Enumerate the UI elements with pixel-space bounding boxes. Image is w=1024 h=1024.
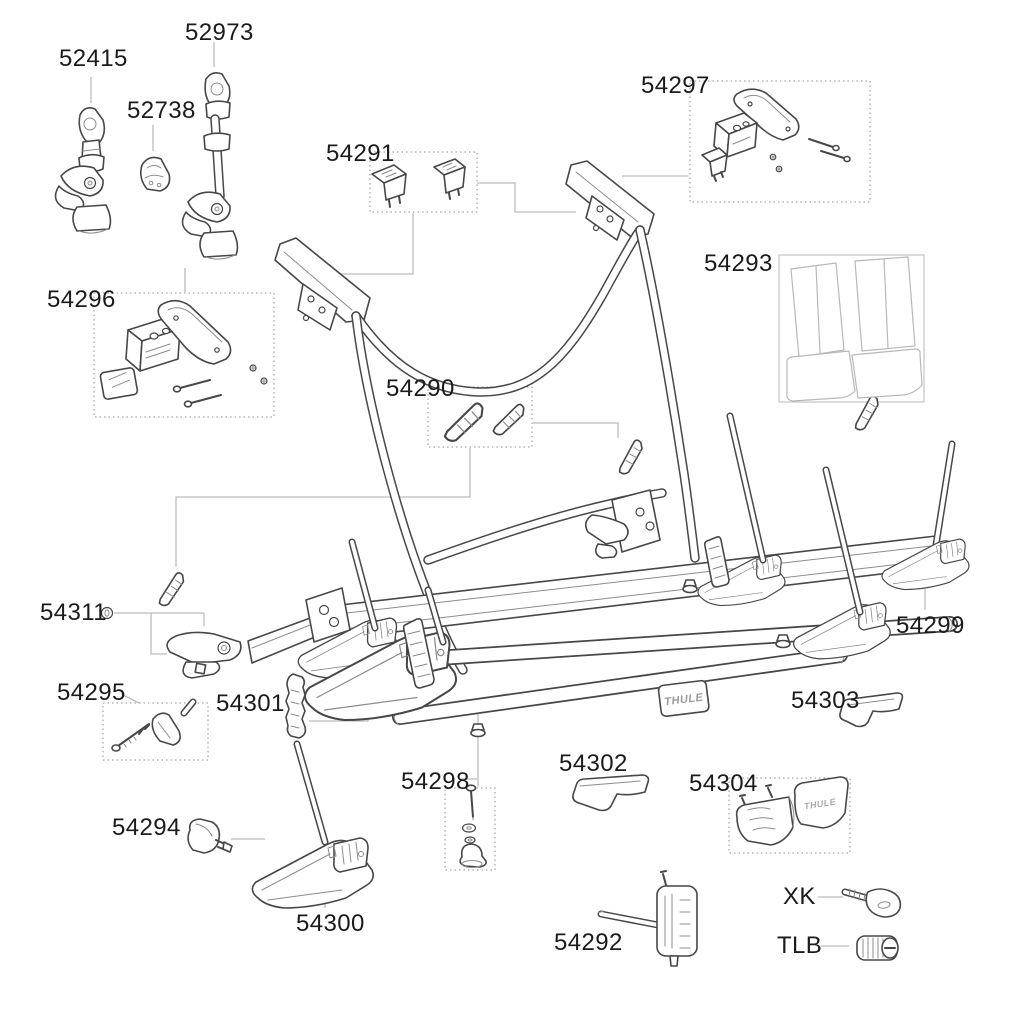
part-label-54295: 54295 — [57, 679, 126, 706]
kit-54297-contents — [701, 88, 851, 182]
part-label-54291: 54291 — [326, 140, 395, 167]
part-label-54290: 54290 — [386, 375, 455, 402]
lock-cylinder-tlb-icon — [856, 935, 899, 961]
end-cap-54302 — [572, 774, 650, 812]
sticker-sheet-54293 — [786, 256, 923, 402]
clamp-arm-left — [166, 587, 351, 679]
part-label-54297: 54297 — [641, 72, 710, 99]
pump-buckle-right — [854, 393, 880, 433]
part-label-54298: 54298 — [401, 768, 470, 795]
pump-buckle-center — [618, 437, 644, 477]
wheel-holder-54300 — [251, 740, 375, 909]
clamp-assembly-52415 — [54, 107, 112, 234]
part-label-54299: 54299 — [896, 612, 965, 639]
part-label-tlb: TLB — [777, 932, 823, 959]
thule-logo-text: THULE — [664, 692, 704, 709]
ladder-strap-right — [703, 536, 730, 588]
thule-logo-plate: THULE — [657, 679, 710, 717]
sticker-sheet-box-54293 — [778, 254, 925, 403]
kit-54304-contents: THULE — [735, 776, 849, 846]
ladder-strap-left — [402, 618, 435, 689]
part-label-54302: 54302 — [559, 750, 628, 777]
part-label-54293: 54293 — [704, 250, 773, 277]
pump-buckle-left — [158, 569, 186, 610]
part-label-52738: 52738 — [127, 97, 196, 124]
knob-52738 — [140, 156, 171, 192]
frame-arm-right — [565, 160, 655, 241]
part-label-54304: 54304 — [689, 770, 758, 797]
strap-buckle-54292 — [597, 870, 698, 967]
end-cap-54303 — [839, 692, 904, 728]
kit-box-54304 — [728, 777, 851, 854]
part-label-54296: 54296 — [47, 286, 116, 313]
kit-54298-contents — [459, 784, 487, 868]
part-label-52415: 52415 — [59, 45, 128, 72]
plug-caps-54291 — [371, 158, 466, 208]
cap-54294 — [187, 818, 233, 854]
part-label-54292: 54292 — [554, 929, 623, 956]
part-label-54294: 54294 — [112, 814, 181, 841]
part-label-xk: XK — [783, 883, 816, 910]
strap-clip-54301 — [285, 673, 307, 739]
part-label-54301: 54301 — [216, 690, 285, 717]
part-label-52973: 52973 — [185, 19, 254, 46]
clamp-assembly-52973 — [181, 72, 239, 260]
kit-box-54291 — [369, 151, 478, 213]
wheel-strap-rods — [348, 412, 864, 646]
clamp-arm-mount-right — [584, 489, 661, 559]
part-label-54303: 54303 — [791, 687, 860, 714]
part-label-54311: 54311 — [40, 599, 107, 626]
kit-box-54290 — [427, 386, 533, 448]
kit-box-54296 — [93, 292, 275, 418]
kit-54295-contents — [111, 698, 197, 752]
part-label-54300: 54300 — [296, 910, 365, 937]
kit-box-54298 — [444, 787, 496, 871]
kit-54296-contents — [99, 299, 268, 408]
washer-54311 — [100, 606, 114, 620]
kit-54290-contents — [443, 395, 528, 450]
key-xk-icon — [841, 888, 902, 918]
wheel-holder-54299 — [881, 440, 970, 591]
kit-box-54297 — [689, 80, 871, 203]
